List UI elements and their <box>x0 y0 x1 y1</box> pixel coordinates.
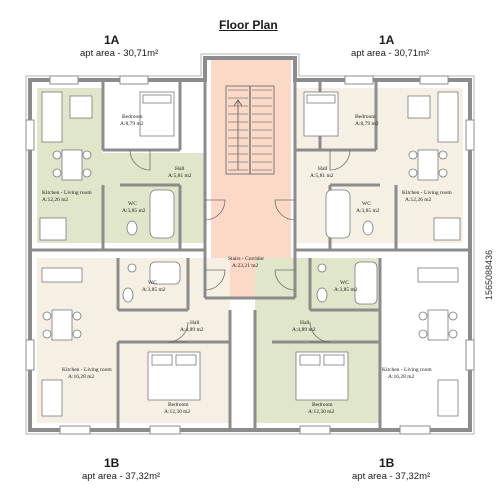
apartment-area-bottom-left: apt area - 37,32m² <box>82 471 161 482</box>
bath-fixtures <box>122 189 378 305</box>
bl-kitchen-area: A:16,28 m2 <box>68 374 95 380</box>
tl-hall-name: Hall <box>175 166 185 172</box>
tr-wc-name: WC <box>362 201 371 207</box>
tl-kitchen-name: Kitchen - Living room <box>42 190 92 196</box>
br-wc-name: WC <box>340 280 349 286</box>
tr-kitchen-name: Kitchen - Living room <box>402 190 452 196</box>
tl-wc-area: A:3,85 m2 <box>122 208 146 214</box>
br-kitchen-area: A:16,28 m2 <box>388 374 415 380</box>
apartment-name-bottom-left: 1B <box>104 456 120 470</box>
bl-bedroom-area: A:12,30 m2 <box>164 409 191 415</box>
bl-kitchen-name: Kitchen - Living room <box>62 367 112 373</box>
tr-hall-area: A:5,81 m2 <box>310 173 334 179</box>
windows <box>25 75 475 435</box>
tl-hall-area: A:5,81 m2 <box>168 173 192 179</box>
stairs-name: Stairs - Corridor <box>228 256 264 262</box>
living-furniture <box>39 91 461 417</box>
bl-wc-area: A:3,85 m2 <box>142 287 166 293</box>
tr-bedroom-name: Bedroom <box>355 114 376 120</box>
br-bedroom-name: Bedroom <box>312 402 333 408</box>
apartment-name-top-left: 1A <box>104 33 120 47</box>
bl-hall-name: Hall <box>190 320 200 326</box>
br-hall-area: A:4,89 m2 <box>292 327 316 333</box>
tr-hall-name: Hall <box>318 166 328 172</box>
br-hall-name: Hall <box>300 320 310 326</box>
stair-arrow <box>233 99 243 170</box>
tl-bedroom-name: Bedroom <box>122 114 143 120</box>
br-bedroom-area: A:12,30 m2 <box>308 409 335 415</box>
tr-wc-area: A:3,85 m2 <box>356 208 380 214</box>
page-title: Floor Plan <box>219 18 278 32</box>
bl-hall-area: A:4,89 m2 <box>180 327 204 333</box>
apartment-area-bottom-right: apt area - 37,32m² <box>352 471 431 482</box>
bl-bedroom-name: Bedroom <box>168 402 189 408</box>
room-labels: Bedroom A:8,79 m2 Hall A:5,81 m2 Kitchen… <box>42 114 452 415</box>
stairs-area: A:23,21 m2 <box>232 263 259 269</box>
tr-kitchen-area: A:12,26 m2 <box>405 197 432 203</box>
stock-id-watermark: 1565088436 <box>484 249 494 300</box>
stairs-fill <box>211 60 291 297</box>
tl-wc-name: WC <box>128 201 137 207</box>
beds <box>139 91 349 401</box>
tr-bedroom-area: A:8,79 m2 <box>355 121 379 127</box>
br-wc-area: A:3,85 m2 <box>334 287 358 293</box>
tl-kitchen-area: A:12,26 m2 <box>42 197 69 203</box>
apartment-name-top-right: 1A <box>379 33 395 47</box>
apartment-name-bottom-right: 1B <box>379 456 395 470</box>
apartment-area-top-left: apt area - 30,71m² <box>80 48 159 59</box>
br-kitchen-name: Kitchen - Living room <box>382 367 432 373</box>
doors <box>129 149 351 343</box>
bl-wc-name: WC <box>148 280 157 286</box>
apartment-area-top-right: apt area - 30,71m² <box>351 48 430 59</box>
tl-bedroom-area: A:8,79 m2 <box>120 121 144 127</box>
interior-walls <box>30 80 470 430</box>
